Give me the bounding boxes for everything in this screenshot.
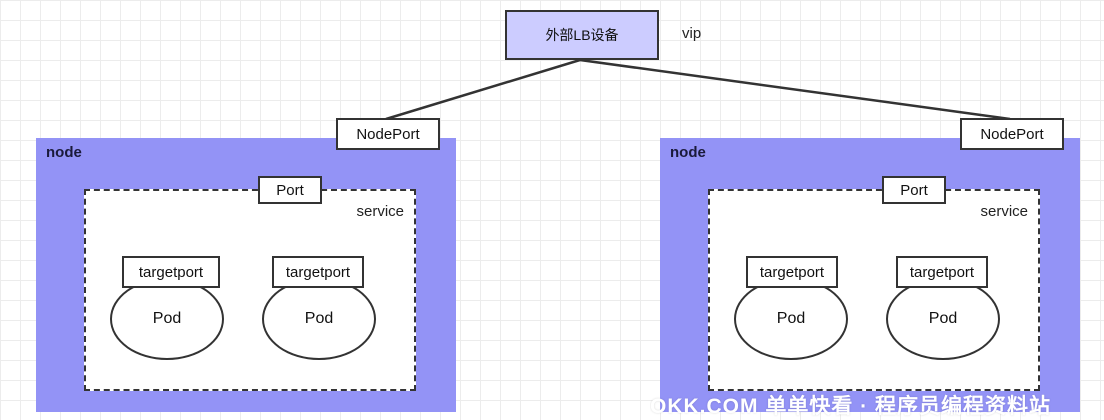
port-box-left: Port xyxy=(258,176,322,204)
pod-label: Pod xyxy=(776,310,806,327)
targetport-label: targetport xyxy=(759,263,825,281)
targetport-label: targetport xyxy=(285,263,351,281)
pod-label: Pod xyxy=(152,310,182,327)
pod-label: Pod xyxy=(304,310,334,327)
targetport-box: targetport xyxy=(272,256,364,288)
service-label: service xyxy=(980,203,1028,220)
port-box-right: Port xyxy=(882,176,946,204)
nodeport-box-right: NodePort xyxy=(960,118,1064,150)
pod-label: Pod xyxy=(928,310,958,327)
lb-to-nodeport-left-edge xyxy=(385,58,581,121)
lb-label: 外部LB设备 xyxy=(545,27,619,43)
nodeport-label: NodePort xyxy=(356,125,420,143)
watermark-text: OKK.COM 单单快看 · 程序员编程资料站 xyxy=(650,395,1051,418)
targetport-box: targetport xyxy=(746,256,838,288)
vip-label: vip xyxy=(682,25,702,42)
lb-to-nodeport-right-edge xyxy=(579,58,1011,121)
nodeport-label: NodePort xyxy=(980,125,1044,143)
node-label: node xyxy=(46,144,82,161)
service-label: service xyxy=(356,203,404,220)
external-lb-box: 外部LB设备 xyxy=(505,10,659,60)
node-region-right: node service xyxy=(660,138,1080,412)
port-label: Port xyxy=(276,181,304,199)
node-region-left: node service xyxy=(36,138,456,412)
pod-ellipse: Pod xyxy=(734,278,848,360)
pod-ellipse: Pod xyxy=(886,278,1000,360)
targetport-label: targetport xyxy=(909,263,975,281)
targetport-box: targetport xyxy=(896,256,988,288)
pod-ellipse: Pod xyxy=(262,278,376,360)
node-label: node xyxy=(670,144,706,161)
nodeport-box-left: NodePort xyxy=(336,118,440,150)
pod-ellipse: Pod xyxy=(110,278,224,360)
targetport-label: targetport xyxy=(138,263,204,281)
port-label: Port xyxy=(900,181,928,199)
targetport-box: targetport xyxy=(122,256,220,288)
